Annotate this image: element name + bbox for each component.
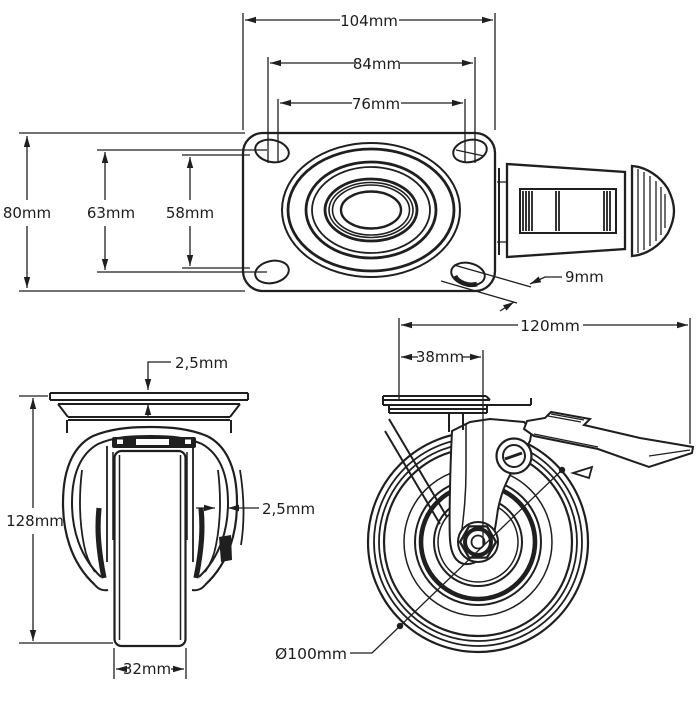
dim-label-80: 80mm — [3, 204, 51, 222]
dim-76mm: 76mm — [277, 95, 466, 163]
side-plate — [382, 395, 532, 414]
swivel-bearing-rings — [281, 142, 461, 278]
dim-38mm: 38mm — [401, 348, 484, 546]
kingpin-screw — [495, 437, 533, 475]
dim-128mm: 128mm — [6, 395, 113, 644]
dim-104mm: 104mm — [242, 12, 496, 130]
dim-label-76: 76mm — [352, 95, 400, 113]
front-fork — [61, 425, 245, 592]
dim-label-120: 120mm — [520, 317, 580, 335]
top-view-dimensions: 104mm 84mm 76mm 80mm 63mm — [3, 12, 604, 312]
front-brake-band — [112, 437, 196, 448]
dim-label-100: Ø100mm — [275, 645, 347, 663]
dim-2.5mm-plate: 2,5mm — [144, 354, 228, 418]
dim-label-104: 104mm — [340, 12, 398, 30]
front-plate — [49, 392, 249, 401]
dim-32mm: 32mm — [113, 648, 187, 679]
front-skirt — [57, 403, 241, 421]
dim-label-38: 38mm — [416, 348, 464, 366]
side-view — [350, 395, 695, 654]
dim-2.5mm-fork: 2,5mm — [196, 500, 315, 518]
hole-diameter-lines — [440, 264, 532, 304]
dim-label-84: 84mm — [353, 55, 401, 73]
front-wheel-tread — [113, 449, 187, 648]
brake-pedal-top — [497, 162, 676, 259]
dim-label-58: 58mm — [166, 204, 214, 222]
dim-84mm: 84mm — [267, 55, 476, 163]
front-view — [49, 392, 249, 648]
axle-nut — [457, 521, 499, 563]
side-brake-pedal — [522, 410, 695, 480]
front-brake-tip — [219, 535, 232, 562]
dim-label-63: 63mm — [87, 204, 135, 222]
dim-63mm: 63mm — [87, 149, 267, 273]
dim-58mm: 58mm — [166, 154, 250, 269]
top-view — [241, 131, 676, 304]
top-plate-outline — [241, 131, 497, 293]
dim-label-32: 32mm — [123, 660, 171, 678]
dim-label-25-plate: 2,5mm — [175, 354, 228, 372]
wheel-diameter-leader — [350, 466, 566, 654]
dim-80mm: 80mm — [3, 132, 245, 292]
front-view-dimensions: 2,5mm 128mm 2,5mm 32mm — [6, 354, 315, 679]
dim-label-9: 9mm — [565, 268, 604, 286]
side-view-dimensions: 120mm 38mm Ø100mm — [275, 317, 691, 663]
dim-label-128: 128mm — [6, 512, 64, 530]
mounting-holes — [254, 138, 488, 288]
dim-label-25-fork: 2,5mm — [262, 500, 315, 518]
dim-9mm: 9mm — [499, 268, 604, 312]
dim-120mm: 120mm — [398, 317, 691, 444]
far-fork-leg — [384, 418, 448, 525]
